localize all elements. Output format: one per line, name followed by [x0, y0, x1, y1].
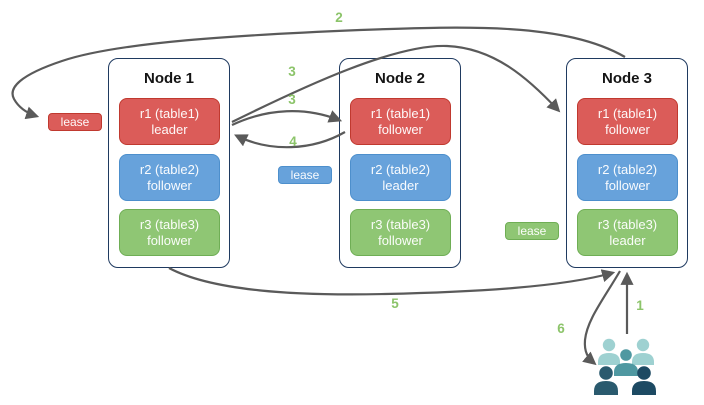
step-label-3b: 3 [288, 92, 296, 107]
replica-label: r2 (table2) [139, 161, 200, 177]
user-figure-dark-left [594, 366, 618, 395]
replica-role: follower [378, 232, 423, 248]
node-1-replica-r3: r3 (table3) follower [119, 209, 220, 256]
step-label-4: 4 [289, 134, 297, 149]
replica-label: r3 (table3) [597, 216, 658, 232]
replica-label: r3 (table3) [139, 216, 200, 232]
arrow-step-5-node1-to-node3 [168, 267, 616, 296]
replica-label: r2 (table2) [370, 161, 431, 177]
replica-role: follower [605, 177, 650, 193]
user-figure-light-left [598, 338, 620, 365]
step-label-1: 1 [636, 298, 644, 313]
node-2-replica-r2: r2 (table2) leader [350, 154, 451, 201]
lease-badge-r3: lease [505, 222, 559, 240]
user-figure-dark-right [632, 366, 656, 395]
replica-role: follower [147, 177, 192, 193]
replica-role: follower [605, 121, 650, 137]
node-2-title: Node 2 [374, 70, 425, 87]
lease-badge-r2: lease [278, 166, 332, 184]
node-3-replica-r3: r3 (table3) leader [577, 209, 678, 256]
replica-label: r3 (table3) [370, 216, 431, 232]
replica-label: r1 (table1) [139, 105, 200, 121]
replica-role: leader [609, 232, 646, 248]
replica-role: follower [147, 232, 192, 248]
lease-badge-r1: lease [48, 113, 102, 131]
step-label-3a: 3 [288, 64, 296, 79]
replica-label: r2 (table2) [597, 161, 658, 177]
node-2-replica-r1: r1 (table1) follower [350, 98, 451, 145]
replica-label: r1 (table1) [597, 105, 658, 121]
step-label-2: 2 [335, 10, 343, 25]
user-figure-light-right [632, 338, 654, 365]
node-1-box: Node 1 r1 (table1) leader r2 (table2) fo… [108, 58, 230, 268]
node-3-title: Node 3 [601, 70, 652, 87]
node-3-replica-r1: r1 (table1) follower [577, 98, 678, 145]
node-2-replica-r3: r3 (table3) follower [350, 209, 451, 256]
node-2-box: Node 2 r1 (table1) follower r2 (table2) … [339, 58, 461, 268]
replica-role: follower [378, 121, 423, 137]
user-figure-mid-center [614, 349, 638, 376]
node-3-replica-r2: r2 (table2) follower [577, 154, 678, 201]
users-group-icon [594, 338, 656, 395]
arrow-step-2-node3-to-lease [11, 26, 626, 120]
arrow-step-3-leader-to-node2 [231, 110, 343, 126]
step-label-6: 6 [557, 321, 565, 336]
node-1-replica-r2: r2 (table2) follower [119, 154, 220, 201]
node-1-replica-r1: r1 (table1) leader [119, 98, 220, 145]
node-1-title: Node 1 [143, 70, 194, 87]
replica-label: r1 (table1) [370, 105, 431, 121]
node-3-box: Node 3 r1 (table1) follower r2 (table2) … [566, 58, 688, 268]
replica-role: leader [382, 177, 419, 193]
step-label-5: 5 [391, 296, 399, 311]
replica-role: leader [151, 121, 188, 137]
